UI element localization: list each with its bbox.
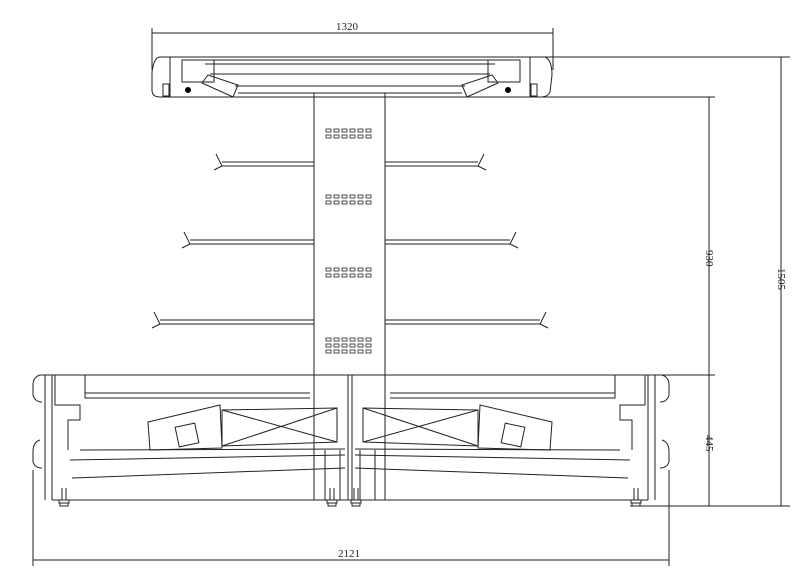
shelf-bracket [181, 231, 191, 249]
vent-hole [341, 194, 348, 199]
vent-hole [357, 267, 364, 272]
vent-hole [365, 200, 372, 205]
vent-hole [325, 273, 332, 278]
vent-hole [333, 128, 340, 133]
vent-hole [357, 273, 364, 278]
dimension-lines [32, 28, 790, 566]
vent-hole [365, 273, 372, 278]
foot [630, 488, 642, 507]
vent-hole [325, 343, 332, 348]
vent-hole [349, 194, 356, 199]
shelves [151, 153, 549, 329]
shelf [151, 311, 314, 329]
vent-hole [341, 134, 348, 139]
dim-total-width: 2121 [338, 548, 360, 560]
vent-hole [341, 200, 348, 205]
vent-hole [341, 337, 348, 342]
vent-hole [349, 273, 356, 278]
vent-hole [325, 128, 332, 133]
vent-hole [325, 337, 332, 342]
foot-pad [351, 502, 361, 507]
vent-hole [325, 134, 332, 139]
vent-hole [325, 200, 332, 205]
vent-hole [357, 349, 364, 354]
vent-hole [365, 267, 372, 272]
shelf-bracket [539, 311, 549, 329]
vent-hole [349, 267, 356, 272]
vent-hole [325, 194, 332, 199]
vent-hole [333, 273, 340, 278]
vent-hole [365, 134, 372, 139]
vent-hole [365, 337, 372, 342]
vent-hole [357, 194, 364, 199]
vent-hole [349, 134, 356, 139]
shelf-bracket [213, 153, 223, 171]
vent-hole [357, 128, 364, 133]
foot [350, 488, 362, 507]
shelf-bracket [151, 311, 161, 329]
vent-hole [333, 134, 340, 139]
vent-hole [357, 343, 364, 348]
vent-hole [349, 337, 356, 342]
vent-hole [333, 194, 340, 199]
dim-top-width: 1320 [336, 21, 359, 33]
shelf-bracket [509, 231, 519, 249]
vent-hole [341, 273, 348, 278]
shelf-bracket [477, 153, 487, 171]
vent-hole [365, 349, 372, 354]
vent-hole [365, 343, 372, 348]
shelf [213, 153, 314, 171]
vent-hole [333, 349, 340, 354]
base-unit [32, 374, 670, 501]
shelf [385, 231, 519, 249]
vent-hole [357, 337, 364, 342]
shelf [181, 231, 314, 249]
vent-hole [333, 343, 340, 348]
vent-hole [357, 134, 364, 139]
vent-hole [325, 267, 332, 272]
vent-hole [357, 200, 364, 205]
foot [326, 488, 338, 507]
vent-hole [365, 128, 372, 133]
vent-hole [365, 194, 372, 199]
foot-pad [327, 502, 337, 507]
vent-hole [341, 267, 348, 272]
vent-hole [349, 343, 356, 348]
dim-upper-height: 930 [703, 250, 715, 267]
vent-hole [349, 128, 356, 133]
foot [58, 488, 70, 507]
center-column [313, 93, 386, 500]
top-canopy [151, 56, 553, 98]
vent-hole [325, 349, 332, 354]
vent-hole [333, 337, 340, 342]
vent-hole [341, 349, 348, 354]
leveling-feet [58, 488, 642, 507]
dim-base-height: 445 [703, 435, 715, 452]
vent-hole [341, 343, 348, 348]
vent-hole [341, 128, 348, 133]
vent-hole [333, 267, 340, 272]
vent-hole [349, 200, 356, 205]
shelf [385, 311, 549, 329]
foot-pad [59, 502, 69, 507]
vent-hole [333, 200, 340, 205]
vent-hole [349, 349, 356, 354]
dim-total-height: 1505 [775, 268, 787, 291]
shelf [385, 153, 487, 171]
